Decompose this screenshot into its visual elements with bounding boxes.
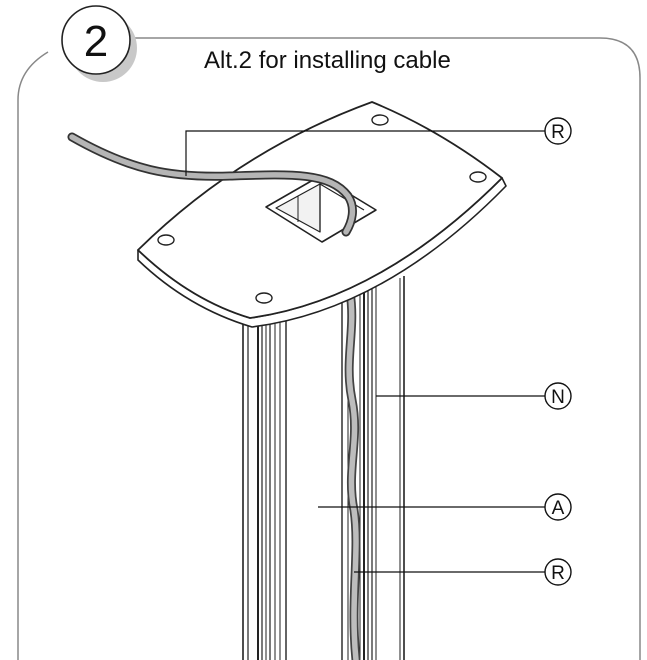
- callout-r-top-label: R: [551, 122, 565, 143]
- step-number: 2: [84, 17, 108, 66]
- callout-r-bottom: R: [354, 558, 572, 586]
- callout-r-top: R: [185, 117, 572, 176]
- mounting-holes: [157, 114, 487, 304]
- callout-n-label: N: [551, 387, 565, 408]
- callout-n: N: [376, 382, 572, 410]
- cable: [67, 132, 357, 237]
- callout-r-bottom-label: R: [551, 563, 565, 584]
- step-badge: 2: [61, 5, 137, 82]
- column: [240, 276, 408, 660]
- callout-a-label: A: [552, 498, 565, 519]
- callout-a: A: [318, 493, 572, 521]
- diagram-frame: [17, 37, 641, 660]
- step-title: Alt.2 for installing cable: [204, 47, 451, 74]
